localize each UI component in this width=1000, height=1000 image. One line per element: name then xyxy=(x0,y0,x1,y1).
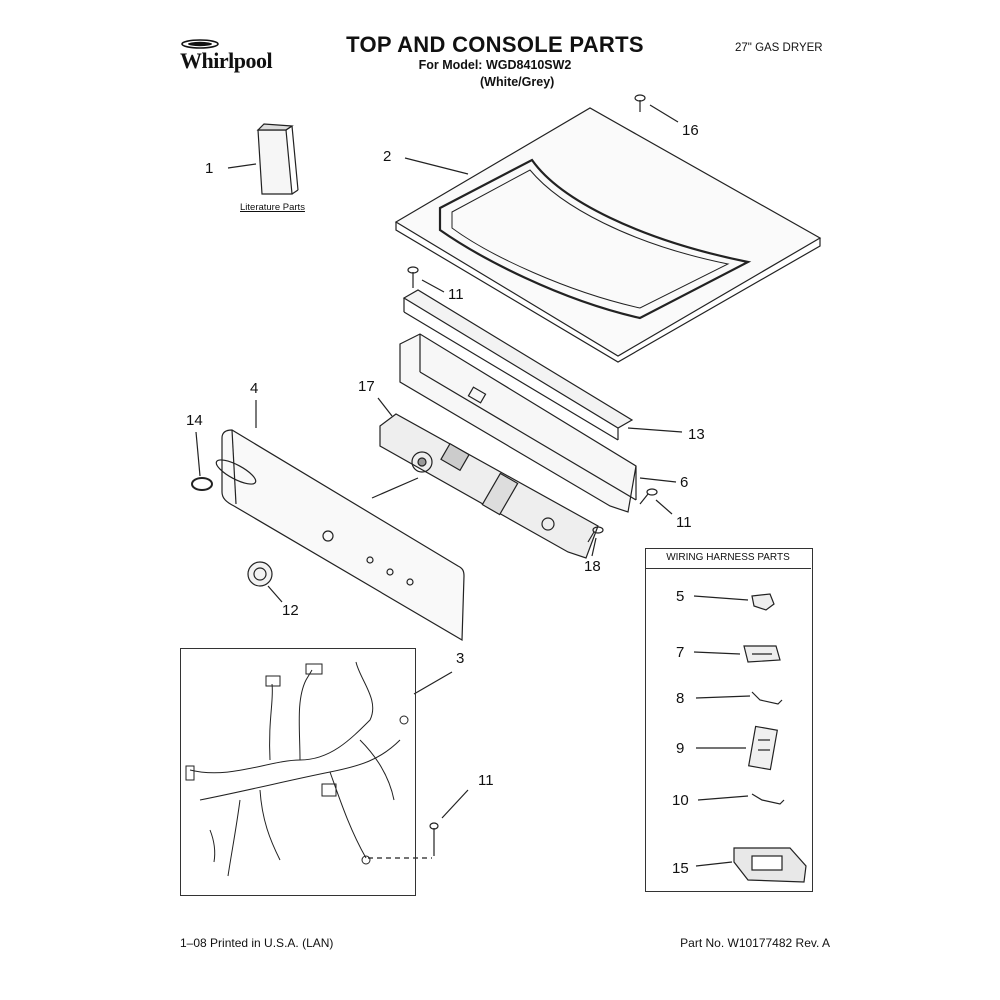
screw-16 xyxy=(634,94,646,112)
screw-11-lower xyxy=(429,822,439,856)
callout-8: 8 xyxy=(676,690,685,707)
leader-1 xyxy=(227,163,257,169)
console-frame-6 xyxy=(399,333,637,513)
leader-13 xyxy=(627,427,683,433)
leader-7 xyxy=(693,651,741,655)
control-board-17 xyxy=(379,413,599,559)
leader-10 xyxy=(697,795,749,801)
leader-12 xyxy=(267,585,283,603)
leader-2 xyxy=(404,157,469,175)
print-info: 1–08 Printed in U.S.A. (LAN) xyxy=(180,936,334,950)
leader-17 xyxy=(377,397,393,417)
callout-10: 10 xyxy=(672,792,689,809)
callout-16: 16 xyxy=(682,122,699,139)
literature-parts-label: Literature Parts xyxy=(240,202,305,213)
leader-14 xyxy=(195,431,201,477)
callout-2: 2 xyxy=(383,148,392,165)
callout-11-right: 11 xyxy=(676,514,692,531)
screw-11-right xyxy=(639,488,658,505)
leader-8 xyxy=(695,695,751,699)
callout-14: 14 xyxy=(186,412,203,429)
callout-6: 6 xyxy=(680,474,689,491)
callout-18: 18 xyxy=(584,558,601,575)
console-panel-4 xyxy=(215,429,465,642)
callout-3: 3 xyxy=(456,650,465,667)
leader-11c xyxy=(441,789,469,819)
harness-part-5 xyxy=(751,593,775,611)
callout-7: 7 xyxy=(676,644,685,661)
brand-name: Whirlpool xyxy=(180,48,273,73)
whirlpool-logo: Whirlpool xyxy=(178,38,290,78)
part-number: Part No. W10177482 Rev. A xyxy=(680,936,830,950)
callout-13: 13 xyxy=(688,426,705,443)
leader-11a xyxy=(421,279,445,293)
leader-18 xyxy=(591,537,597,557)
leader-16 xyxy=(649,104,679,123)
knob-12 xyxy=(247,561,273,587)
callout-11-upper: 11 xyxy=(448,286,464,303)
leader-15 xyxy=(695,861,733,867)
main-wiring-harness xyxy=(185,661,409,877)
leader-5 xyxy=(693,595,749,601)
top-panel xyxy=(394,107,822,363)
bracket-13 xyxy=(402,289,634,441)
callout-11-lower: 11 xyxy=(478,772,494,789)
callout-15: 15 xyxy=(672,860,689,877)
harness-frame xyxy=(180,648,416,896)
leader-3 xyxy=(413,671,453,695)
harness-part-8 xyxy=(751,691,783,705)
screw-11-upper xyxy=(407,266,419,288)
harness-part-15 xyxy=(733,847,807,883)
page-title: TOP AND CONSOLE PARTS xyxy=(346,32,644,57)
literature-booklet xyxy=(256,123,299,195)
callout-12: 12 xyxy=(282,602,299,619)
callout-1: 1 xyxy=(205,160,214,177)
leader-board xyxy=(371,477,419,499)
model-line: For Model: WGD8410SW2 xyxy=(418,58,572,72)
leader-6 xyxy=(639,477,677,483)
harness-part-9 xyxy=(747,725,779,771)
wiring-harness-parts-box xyxy=(645,548,813,892)
callout-17: 17 xyxy=(358,378,375,395)
lens-14 xyxy=(191,477,213,491)
callout-4: 4 xyxy=(250,380,259,397)
callout-9: 9 xyxy=(676,740,685,757)
harness-part-10 xyxy=(751,793,785,805)
callout-5: 5 xyxy=(676,588,685,605)
logo-swoosh-icon xyxy=(181,39,219,49)
wiring-harness-parts-title: WIRING HARNESS PARTS xyxy=(645,548,811,569)
color-variant: (White/Grey) xyxy=(480,75,555,89)
screw-18 xyxy=(587,526,604,543)
appliance-type: 27" GAS DRYER xyxy=(735,42,823,54)
harness-part-7 xyxy=(743,645,781,663)
leader-11b xyxy=(655,499,673,515)
